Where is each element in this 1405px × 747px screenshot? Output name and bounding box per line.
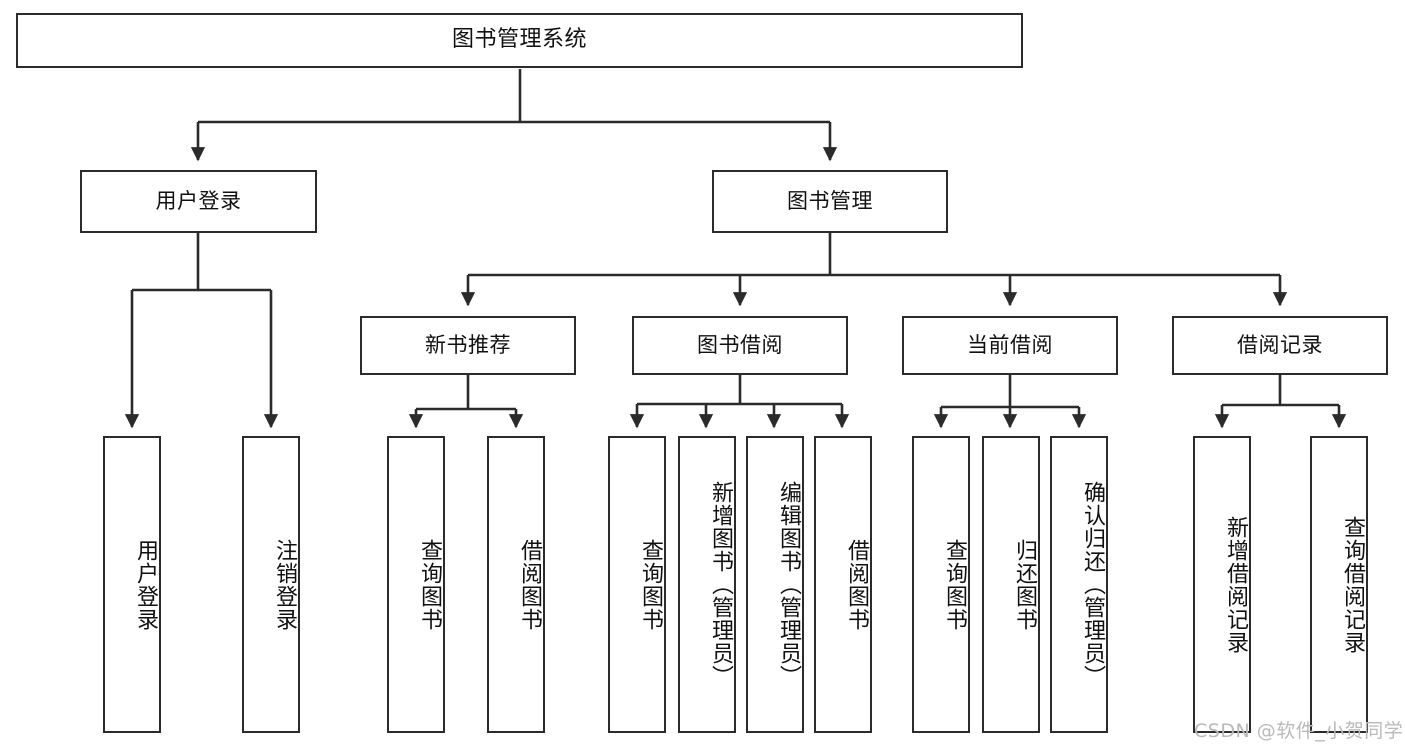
leaf-borrow-edit-book[interactable]: 编辑图书（管理员） xyxy=(746,436,804,733)
node-label: 图书管理系统 xyxy=(451,27,587,53)
node-label: 归还图书 xyxy=(1012,538,1037,631)
node-label: 借阅图书 xyxy=(517,538,542,631)
node-label: 新增借阅记录 xyxy=(1223,515,1248,654)
node-label: 当前借阅 xyxy=(967,332,1053,357)
node-label: 查询图书 xyxy=(638,538,663,631)
node-label: 确认归还（管理员） xyxy=(1080,481,1105,688)
leaf-record-query-record[interactable]: 查询借阅记录 xyxy=(1310,436,1368,733)
leaf-current-confirm-return[interactable]: 确认归还（管理员） xyxy=(1050,436,1108,733)
node-label: 图书管理 xyxy=(787,188,873,213)
node-label: 查询借阅记录 xyxy=(1340,515,1365,654)
node-new-book-recommend[interactable]: 新书推荐 xyxy=(360,316,576,375)
leaf-borrow-query-book[interactable]: 查询图书 xyxy=(608,436,666,733)
leaf-borrow-borrow-book[interactable]: 借阅图书 xyxy=(814,436,872,733)
node-book-management[interactable]: 图书管理 xyxy=(712,170,948,233)
node-root-system[interactable]: 图书管理系统 xyxy=(16,13,1023,68)
csdn-watermark: CSDN @软件_小贺同学 xyxy=(1194,720,1404,742)
node-label: 新书推荐 xyxy=(425,332,511,357)
leaf-current-query-book[interactable]: 查询图书 xyxy=(912,436,970,733)
node-label: 查询图书 xyxy=(417,538,442,631)
node-label: 图书借阅 xyxy=(697,332,783,357)
leaf-user-login-login[interactable]: 用户登录 xyxy=(103,436,161,733)
node-user-login[interactable]: 用户登录 xyxy=(80,170,317,233)
leaf-new-book-borrow[interactable]: 借阅图书 xyxy=(487,436,545,733)
leaf-new-book-query[interactable]: 查询图书 xyxy=(387,436,445,733)
leaf-user-login-logout[interactable]: 注销登录 xyxy=(242,436,300,733)
node-label: 编辑图书（管理员） xyxy=(776,481,801,688)
node-label: 用户登录 xyxy=(133,538,158,631)
node-label: 查询图书 xyxy=(942,538,967,631)
leaf-current-return-book[interactable]: 归还图书 xyxy=(982,436,1040,733)
node-label: 借阅图书 xyxy=(844,538,869,631)
node-label: 借阅记录 xyxy=(1237,332,1323,357)
node-current-borrow[interactable]: 当前借阅 xyxy=(902,316,1118,375)
node-label: 用户登录 xyxy=(155,188,242,213)
node-book-borrow[interactable]: 图书借阅 xyxy=(632,316,848,375)
node-label: 新增图书（管理员） xyxy=(708,481,733,688)
leaf-borrow-add-book[interactable]: 新增图书（管理员） xyxy=(678,436,736,733)
node-borrow-record[interactable]: 借阅记录 xyxy=(1172,316,1388,375)
node-label: 注销登录 xyxy=(272,538,297,631)
leaf-record-add-record[interactable]: 新增借阅记录 xyxy=(1193,436,1251,733)
